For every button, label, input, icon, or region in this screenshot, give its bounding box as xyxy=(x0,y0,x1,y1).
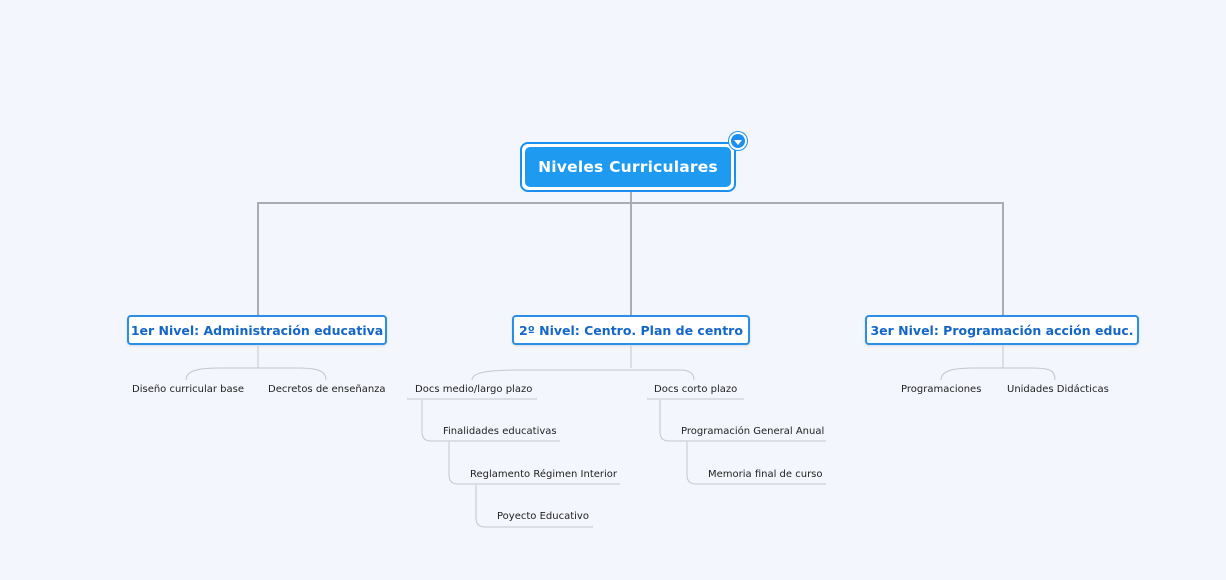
root-topic[interactable]: Niveles Curriculares xyxy=(520,142,736,192)
subtopic-decretos[interactable]: Decretos de enseñanza xyxy=(268,384,386,395)
subtopic-proyecto[interactable]: Poyecto Educativo xyxy=(497,511,589,522)
root-topic-label: Niveles Curriculares xyxy=(525,147,731,187)
collapse-toggle-icon[interactable] xyxy=(729,132,747,150)
subtopic-reglamento[interactable]: Reglamento Régimen Interior xyxy=(470,469,618,480)
subtopic-docs-medio-largo[interactable]: Docs medio/largo plazo xyxy=(415,384,533,395)
subtopic-finalidades[interactable]: Finalidades educativas xyxy=(443,426,557,437)
subtopic-programaciones[interactable]: Programaciones xyxy=(901,384,982,395)
topic-level-2[interactable]: 2º Nivel: Centro. Plan de centro xyxy=(512,315,750,345)
subtopic-docs-corto[interactable]: Docs corto plazo xyxy=(654,384,738,395)
subtopic-memoria[interactable]: Memoria final de curso xyxy=(708,469,823,480)
subtopic-diseno-curricular[interactable]: Diseño curricular base xyxy=(132,384,245,395)
topic-level-3[interactable]: 3er Nivel: Programación acción educ. xyxy=(865,315,1139,345)
topic-level-1[interactable]: 1er Nivel: Administración educativa xyxy=(127,315,387,345)
subtopic-unidades[interactable]: Unidades Didácticas xyxy=(1007,384,1109,395)
subtopic-pga[interactable]: Programación General Anual xyxy=(681,426,825,437)
